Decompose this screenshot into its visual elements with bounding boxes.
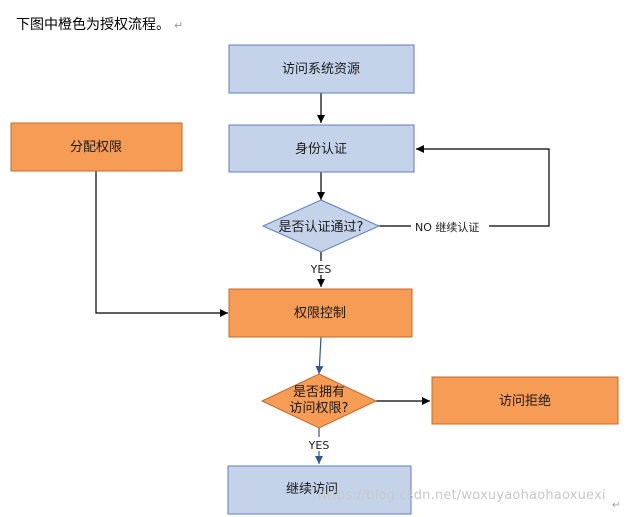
node-permission-control-label: 权限控制	[294, 305, 346, 321]
node-continue-access: 继续访问	[227, 465, 412, 515]
edge-label-yes-1: YES	[307, 261, 335, 276]
decision-has-permission-line2: 访问权限?	[290, 400, 349, 416]
edge-label-no: NO 继续认证	[411, 218, 489, 234]
node-assign-permission-label: 分配权限	[70, 139, 122, 155]
node-identity-auth: 身份认证	[228, 124, 415, 173]
node-identity-auth-label: 身份认证	[295, 141, 347, 157]
edge-label-no-text: NO 继续认证	[415, 220, 479, 234]
intro-caption: 下图中橙色为授权流程。 ↵	[16, 14, 183, 34]
intro-text: 下图中橙色为授权流程。	[16, 17, 170, 33]
node-access-denied: 访问拒绝	[431, 376, 619, 425]
node-access-resource-label: 访问系统资源	[282, 62, 360, 77]
decision-auth-passed: 是否认证通过?	[261, 199, 381, 253]
decision-has-permission: 是否拥有 访问权限?	[260, 373, 378, 429]
corner-paragraph-mark: ↵	[612, 500, 621, 511]
edge-control-to-permission-check	[315, 336, 324, 375]
edge-label-yes-2: YES	[305, 437, 333, 452]
decision-has-permission-line1: 是否拥有	[293, 385, 345, 400]
node-permission-control: 权限控制	[228, 288, 413, 338]
paragraph-mark: ↵	[174, 19, 184, 32]
edge-label-yes-1-text: YES	[310, 263, 332, 276]
node-access-denied-label: 访问拒绝	[499, 393, 551, 409]
decision-auth-passed-label: 是否认证通过?	[279, 220, 364, 235]
edge-label-yes-2-text: YES	[308, 439, 330, 452]
node-continue-access-label: 继续访问	[286, 482, 338, 497]
edge-assign-to-control	[95, 171, 228, 317]
node-assign-permission: 分配权限	[10, 122, 183, 172]
node-access-resource: 访问系统资源	[228, 44, 415, 94]
watermark-url: https://blog.csdn.net/woxuyaohaohaoxuexi	[318, 488, 606, 503]
